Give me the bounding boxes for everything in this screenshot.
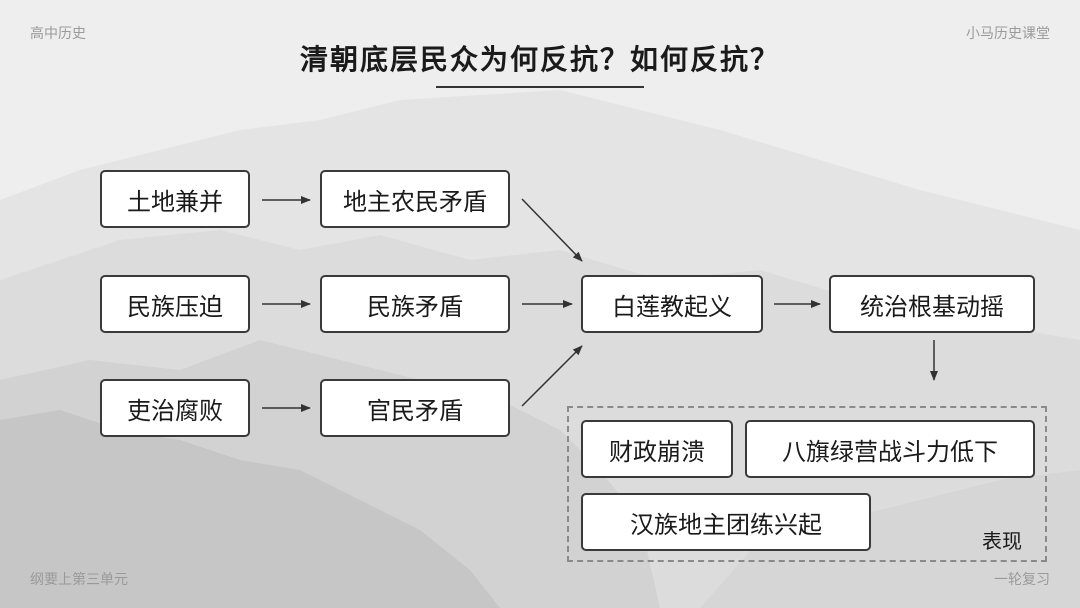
channel-label: 小马历史课堂 xyxy=(966,26,1050,42)
event-box: 白莲教起义 xyxy=(581,275,763,333)
manifestation-box-3: 汉族地主团练兴起 xyxy=(581,493,871,551)
result-box: 统治根基动摇 xyxy=(829,275,1035,333)
manifestation-box-1: 财政崩溃 xyxy=(581,420,733,478)
cause-box-2: 民族压迫 xyxy=(100,275,250,333)
title-underline xyxy=(436,86,644,88)
page-title: 清朝底层民众为何反抗？如何反抗？ xyxy=(299,43,780,76)
contradiction-box-3: 官民矛盾 xyxy=(320,379,510,437)
unit-label: 纲要上第三单元 xyxy=(30,572,128,588)
arrow-contradiction1-to-event xyxy=(521,198,583,262)
cause-box-3: 吏治腐败 xyxy=(100,379,250,437)
cause-box-1: 土地兼并 xyxy=(100,170,250,228)
manifestation-box-2: 八旗绿营战斗力低下 xyxy=(745,420,1035,478)
contradiction-box-2: 民族矛盾 xyxy=(320,275,510,333)
manifestations-group xyxy=(567,406,1047,562)
review-label: 一轮复习 xyxy=(994,572,1050,588)
course-label: 高中历史 xyxy=(30,26,86,42)
arrow-contradiction3-to-event xyxy=(521,345,583,407)
contradiction-box-1: 地主农民矛盾 xyxy=(320,170,510,228)
manifestations-label: 表现 xyxy=(982,529,1022,553)
